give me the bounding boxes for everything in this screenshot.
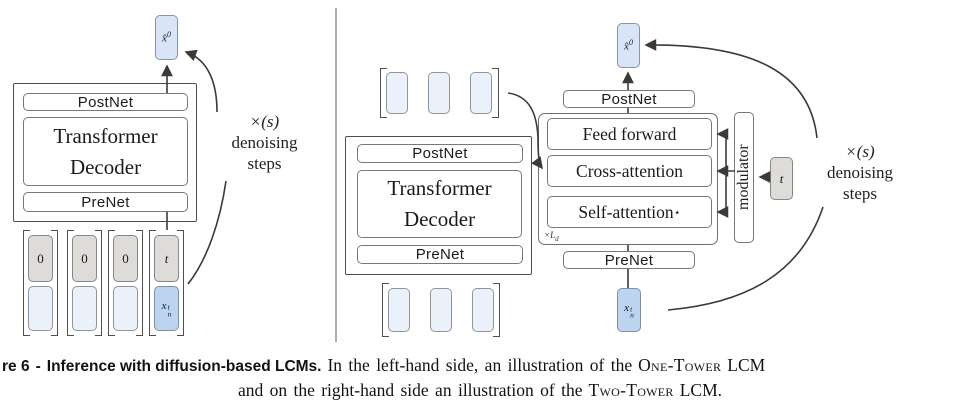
bracket-right-icon bbox=[492, 68, 499, 118]
output-label-xhat0: x̂0 bbox=[624, 38, 633, 53]
empty-embedding-box bbox=[28, 286, 53, 331]
layers-count-label: ×Ld bbox=[544, 230, 559, 243]
bracket-right-icon bbox=[177, 230, 184, 336]
postnet-label: PostNet bbox=[77, 93, 134, 111]
times-s-label: ×(s) bbox=[845, 142, 875, 161]
cross-attention-box: Cross-attention bbox=[547, 155, 712, 187]
transformer-label-line2: Decoder bbox=[403, 207, 476, 231]
bracket-left-icon bbox=[380, 68, 387, 118]
self-attention-box: Self-attention⋆ bbox=[547, 196, 712, 228]
one-tower-name: One-Tower bbox=[638, 355, 722, 375]
one-tower-output-embedding-box: x̂0 bbox=[155, 15, 178, 60]
bracket-right-icon bbox=[51, 230, 58, 336]
zero-embedding-box: 0 bbox=[72, 235, 97, 282]
context-embedding-box bbox=[472, 288, 494, 332]
bracket-left-icon bbox=[23, 230, 30, 336]
two-tower-name: Two-Tower bbox=[588, 380, 674, 400]
transformer-label-line1: Transformer bbox=[387, 176, 492, 200]
figure-caption-line1: re 6 - Inference with diffusion-based LC… bbox=[2, 355, 766, 375]
input-slot-1: 0 bbox=[23, 230, 58, 336]
context-transformer-decoder-box: Transformer Decoder bbox=[357, 170, 522, 238]
one-tower-transformer-decoder-box: Transformer Decoder bbox=[23, 117, 188, 186]
bracket-left-icon bbox=[382, 283, 389, 337]
context-prenet-box: PreNet bbox=[357, 245, 523, 264]
context-embedding-box bbox=[386, 72, 408, 114]
bracket-right-icon bbox=[493, 283, 500, 337]
bracket-right-icon bbox=[95, 230, 102, 336]
two-tower-output-embedding-box: x̂0 bbox=[617, 23, 640, 68]
bracket-left-icon bbox=[67, 230, 74, 336]
context-output-row bbox=[380, 68, 499, 118]
caption-title: Inference with diffusion-based LCMs. bbox=[46, 358, 322, 375]
prenet-label: PreNet bbox=[81, 193, 130, 211]
empty-embedding-box bbox=[113, 286, 138, 331]
figure-caption-line2: and on the right-hand side an illustrati… bbox=[237, 380, 723, 400]
bracket-left-icon bbox=[149, 230, 156, 336]
denoiser-prenet-box: PreNet bbox=[563, 251, 695, 269]
star-superscript: ⋆ bbox=[673, 206, 681, 219]
denoising-steps-label-left: ×(s) denoising steps bbox=[216, 111, 313, 174]
input-slot-2: 0 bbox=[67, 230, 102, 336]
bracket-right-icon bbox=[136, 230, 143, 336]
caption-dash: - bbox=[35, 358, 41, 375]
transformer-label-line1: Transformer bbox=[53, 123, 158, 148]
one-tower-prenet-box: PreNet bbox=[23, 192, 188, 212]
denoiser-postnet-box: PostNet bbox=[563, 90, 695, 108]
zero-embedding-box: 0 bbox=[113, 235, 138, 282]
context-embedding-box bbox=[388, 288, 410, 332]
context-input-row bbox=[382, 283, 500, 337]
context-postnet-box: PostNet bbox=[357, 144, 523, 163]
denoising-steps-label-right: ×(s) denoising steps bbox=[812, 141, 908, 204]
input-slot-3: 0 bbox=[108, 230, 143, 336]
transformer-label-line2: Decoder bbox=[69, 154, 142, 179]
modulator-box: modulator bbox=[734, 112, 754, 243]
context-embedding-box bbox=[470, 72, 492, 114]
timestep-embedding-box: t bbox=[154, 235, 179, 282]
context-embedding-box bbox=[428, 72, 450, 114]
one-tower-postnet-box: PostNet bbox=[23, 93, 188, 111]
times-s-label: ×(s) bbox=[249, 112, 280, 131]
figure-number: re 6 bbox=[2, 358, 30, 375]
steps-label: steps bbox=[247, 154, 282, 173]
zero-embedding-box: 0 bbox=[28, 235, 53, 282]
denoising-label: denoising bbox=[826, 163, 894, 182]
feed-forward-box: Feed forward bbox=[547, 118, 712, 150]
denoising-label: denoising bbox=[231, 133, 298, 152]
empty-embedding-box bbox=[72, 286, 97, 331]
output-label-xhat0: x̂0 bbox=[162, 30, 171, 45]
steps-label: steps bbox=[843, 184, 877, 203]
context-embedding-box bbox=[430, 288, 452, 332]
bracket-left-icon bbox=[108, 230, 115, 336]
timestep-box: t bbox=[770, 157, 793, 200]
